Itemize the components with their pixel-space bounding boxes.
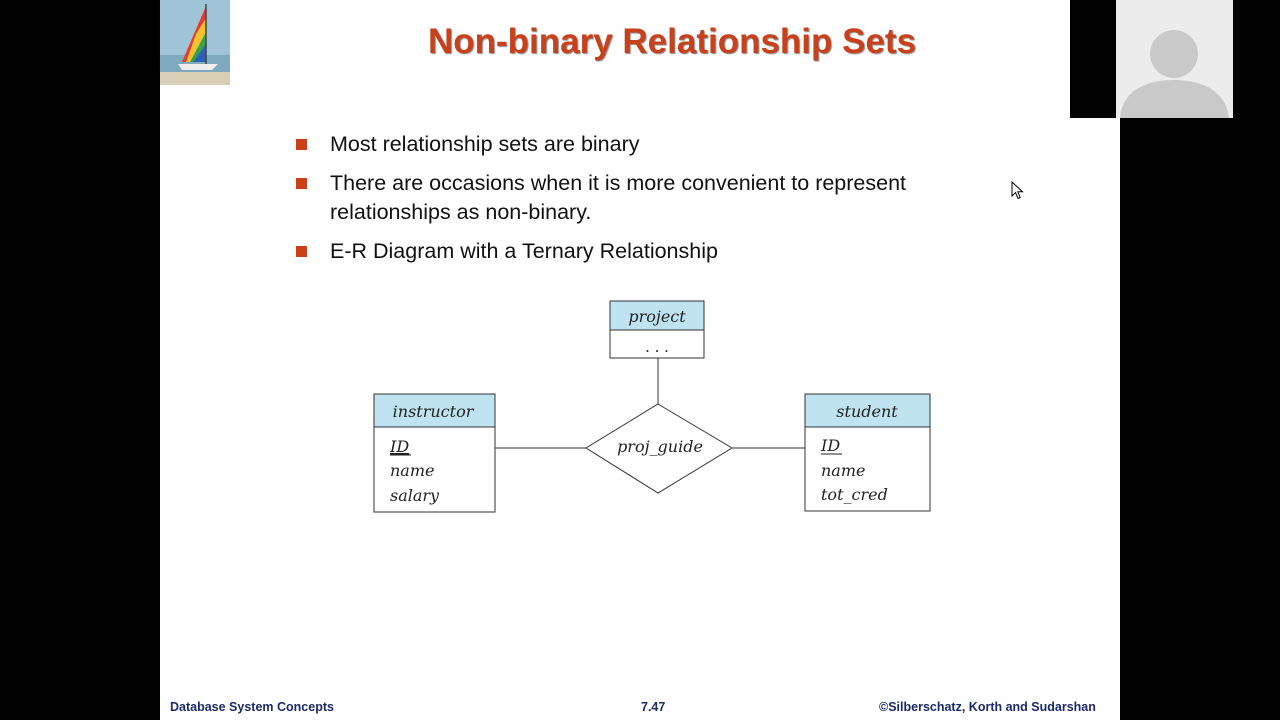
bullet-square-icon [296, 246, 307, 257]
bullet-square-icon [296, 178, 307, 189]
bullet-item: Most relationship sets are binary [296, 130, 916, 159]
bullet-square-icon [296, 139, 307, 150]
bullet-item: There are occasions when it is more conv… [296, 169, 916, 227]
person-avatar-icon [1116, 0, 1233, 118]
bullet-list: Most relationship sets are binary There … [296, 130, 916, 276]
footer-page-number: 7.47 [641, 700, 666, 714]
footer-left: Database System Concepts [170, 700, 334, 714]
bullet-text: E-R Diagram with a Ternary Relationship [330, 239, 718, 263]
bullet-text: There are occasions when it is more conv… [330, 171, 907, 224]
slide-title: Non-binary Relationship Sets [427, 22, 917, 61]
sailboat-logo-icon [160, 0, 230, 85]
footer-copyright: ©Silberschatz, Korth and Sudarshan [879, 700, 1096, 714]
mouse-cursor-icon [1011, 180, 1025, 206]
bullet-item: E-R Diagram with a Ternary Relationship [296, 237, 916, 266]
slide [160, 0, 1120, 720]
bullet-text: Most relationship sets are binary [330, 132, 640, 156]
